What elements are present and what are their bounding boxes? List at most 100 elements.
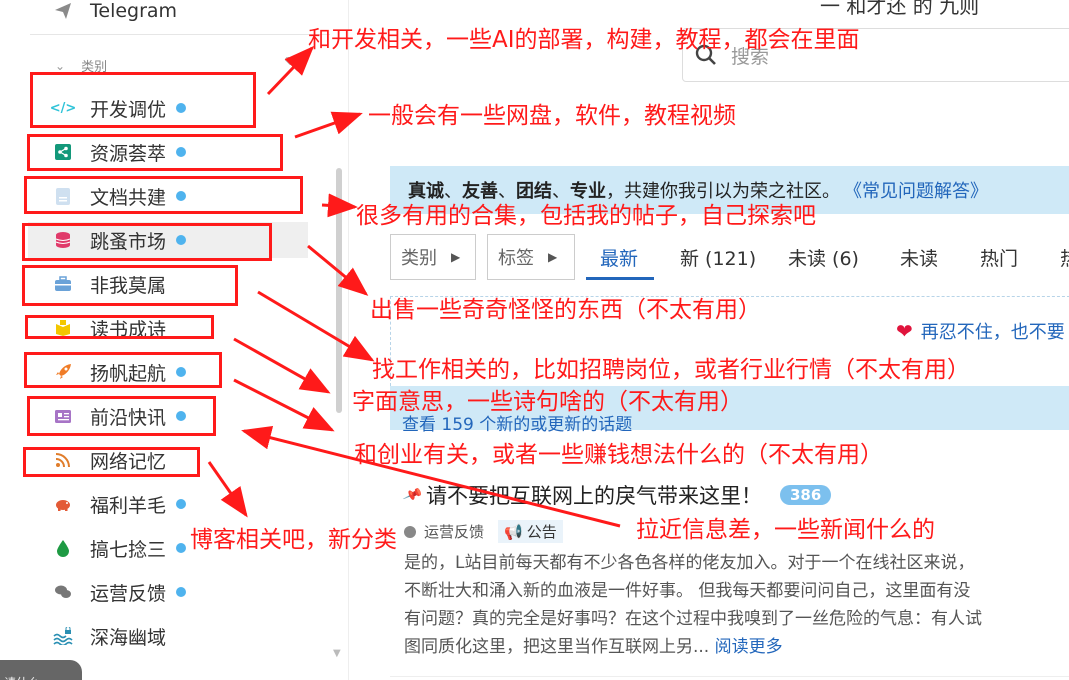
pencil-icon[interactable]: ✎ <box>284 55 296 71</box>
annotation-dev: 和开发相关，一些AI的部署，构建，教程，都会在里面 <box>308 27 860 53</box>
annotation-news: 拉近信息差，一些新闻什么的 <box>636 517 935 543</box>
unread-dot <box>176 235 187 245</box>
unread-dot <box>176 411 187 421</box>
newspaper-icon <box>52 405 74 427</box>
divider <box>390 676 1069 677</box>
tab-unread[interactable]: 未读 <box>900 248 939 270</box>
topic-tag[interactable]: 📢 公告 <box>498 520 563 543</box>
annotation-box-dev <box>30 72 256 128</box>
unread-dot <box>176 543 187 553</box>
tab-hot[interactable]: 热门 <box>980 248 1019 270</box>
annotation-box-resources <box>27 134 283 171</box>
sidebar-item-jobs[interactable]: 非我莫属 <box>52 266 308 302</box>
notice-label[interactable]: 再忍不住，也不要 <box>920 322 1065 343</box>
chevron-down-icon: ⌄ <box>55 58 66 73</box>
scroll-down-arrow-icon[interactable]: ▼ <box>333 648 341 659</box>
tag-dropdown-label: 标签 <box>498 248 534 269</box>
annotation-box-jobs <box>22 265 238 306</box>
tab-unread-count[interactable]: 未读 (6) <box>788 248 859 270</box>
community-banner: 真诚、友善、团结、专业，共建你我引以为荣之社区。《常见问题解答》 <box>390 166 1069 214</box>
book-icon <box>52 317 74 339</box>
sidebar-link-label: Telegram <box>90 0 178 22</box>
notice-text: ❤ 再忍不住，也不要 <box>896 318 1065 344</box>
sidebar-item-blog[interactable]: 网络记忆 <box>52 442 308 478</box>
document-icon <box>52 185 74 207</box>
sidebar-item-news[interactable]: 前沿快讯 <box>52 398 308 434</box>
banner-sep: 、 <box>552 181 570 202</box>
faq-link[interactable]: 《常见问题解答》 <box>844 181 988 202</box>
annotation-startup: 和创业有关，或者一些赚钱想法什么的（不太有用） <box>354 442 883 468</box>
annotation-market: 出售一些奇奇怪怪的东西（不太有用） <box>370 297 761 323</box>
divider <box>30 34 330 35</box>
water-lock-icon <box>52 625 74 647</box>
caret-right-icon: ▶ <box>548 250 558 264</box>
rss-icon <box>52 449 74 471</box>
annotation-box-blog <box>23 447 200 477</box>
tab-latest[interactable]: 最新 <box>600 248 639 270</box>
category-dot <box>404 525 416 538</box>
sidebar-item-label: 福利羊毛 <box>90 494 167 517</box>
sidebar-item-startup[interactable]: 扬帆起航 <box>52 354 308 390</box>
annotation-box-reading <box>25 315 214 339</box>
paper-plane-icon <box>52 0 74 22</box>
header-cut-text: 一 和才还 的 九则 <box>820 0 980 18</box>
banner-word: 友善 <box>462 181 498 202</box>
caret-right-icon: ▶ <box>451 250 461 264</box>
main-divider <box>348 0 349 680</box>
category-dropdown[interactable]: 类别 ▶ <box>390 234 476 280</box>
tag-dropdown[interactable]: 标签 ▶ <box>487 234 575 280</box>
annotation-box-docs <box>24 176 303 214</box>
annotation-box-news <box>27 396 216 436</box>
topic-row[interactable]: 📌 请不要把互联网上的戾气带来这里！ 386 运营反馈 📢 公告 是的，L站目前… <box>402 480 1069 661</box>
annotation-blog: 博客相关吧，新分类 <box>190 527 397 553</box>
unread-dot <box>176 191 187 201</box>
sidebar-item-label: 非我莫属 <box>90 274 167 297</box>
sidebar-item-label: 搞七捻三 <box>90 538 167 561</box>
reply-count-badge[interactable]: 386 <box>780 485 832 505</box>
sidebar-item-reading[interactable]: 读书成诗 <box>52 310 308 346</box>
annotation-resources: 一般会有一些网盘，软件，教程视频 <box>368 103 736 129</box>
banner-word: 团结 <box>516 181 552 202</box>
annotation-poems: 字面意思，一些诗句啥的（不太有用） <box>352 389 743 415</box>
notice-border <box>390 296 1069 297</box>
banner-sep: 、 <box>444 181 462 202</box>
megaphone-icon: 📢 <box>504 522 523 541</box>
sidebar-item-label: 跳蚤市场 <box>90 230 167 253</box>
tab-new[interactable]: 新 (121) <box>680 248 757 270</box>
sidebar-item-deepsea[interactable]: 深海幽域 <box>52 618 308 654</box>
unread-dot <box>176 147 187 157</box>
topic-title[interactable]: 请不要把互联网上的戾气带来这里！ <box>426 484 762 508</box>
sidebar-link-telegram[interactable]: Telegram <box>52 0 177 22</box>
banner-word: 专业 <box>570 181 606 202</box>
unread-dot <box>176 499 187 509</box>
sidebar-item-welfare[interactable]: 福利羊毛 <box>52 486 308 522</box>
search-input[interactable]: 搜索 <box>682 28 1069 82</box>
sidebar-scrollbar[interactable] <box>336 168 342 413</box>
categories-header-label: 类别 <box>81 60 108 75</box>
banner-word: 真诚 <box>408 181 444 202</box>
coins-icon <box>52 229 74 251</box>
sidebar-item-misc[interactable]: 搞七捻三 <box>52 530 308 566</box>
unread-dot <box>176 367 187 377</box>
sidebar-item-market[interactable]: 跳蚤市场 <box>28 222 308 258</box>
unread-dot <box>176 587 187 597</box>
topic-tag-label: 公告 <box>526 523 557 541</box>
topic-category[interactable]: 运营反馈 <box>424 523 485 541</box>
sidebar-item-feedback[interactable]: 运营反馈 <box>52 574 308 610</box>
annotation-docs: 很多有用的合集，包括我的帖子，自己探索吧 <box>356 203 816 229</box>
sidebar-item-docs[interactable]: 文档共建 <box>52 178 308 214</box>
sidebar-item-label: 网络记忆 <box>90 450 167 473</box>
sidebar-item-resources[interactable]: 资源荟萃 <box>52 134 308 170</box>
piggy-bank-icon <box>52 493 74 515</box>
sidebar-item-label: 文档共建 <box>90 186 167 209</box>
excerpt-text: 是的，L站目前每天都有不少各色各样的佬友加入。对于一个在线社区来说， 不断壮大和… <box>404 553 982 657</box>
sidebar-footer-button[interactable]: 请什么 <box>0 660 82 680</box>
unread-dot <box>176 103 187 113</box>
sidebar-item-dev[interactable]: </> 开发调优 <box>50 90 308 126</box>
categories-header[interactable]: ⌄ 类别 <box>55 56 108 76</box>
sidebar-item-label: 深海幽域 <box>90 626 167 649</box>
sidebar-item-label: 扬帆起航 <box>90 362 167 385</box>
annotation-jobs: 找工作相关的，比如招聘岗位，或者行业行情（不太有用） <box>372 357 970 383</box>
tab-top[interactable]: 热 <box>1060 244 1069 271</box>
read-more-link[interactable]: 阅读更多 <box>714 637 783 657</box>
